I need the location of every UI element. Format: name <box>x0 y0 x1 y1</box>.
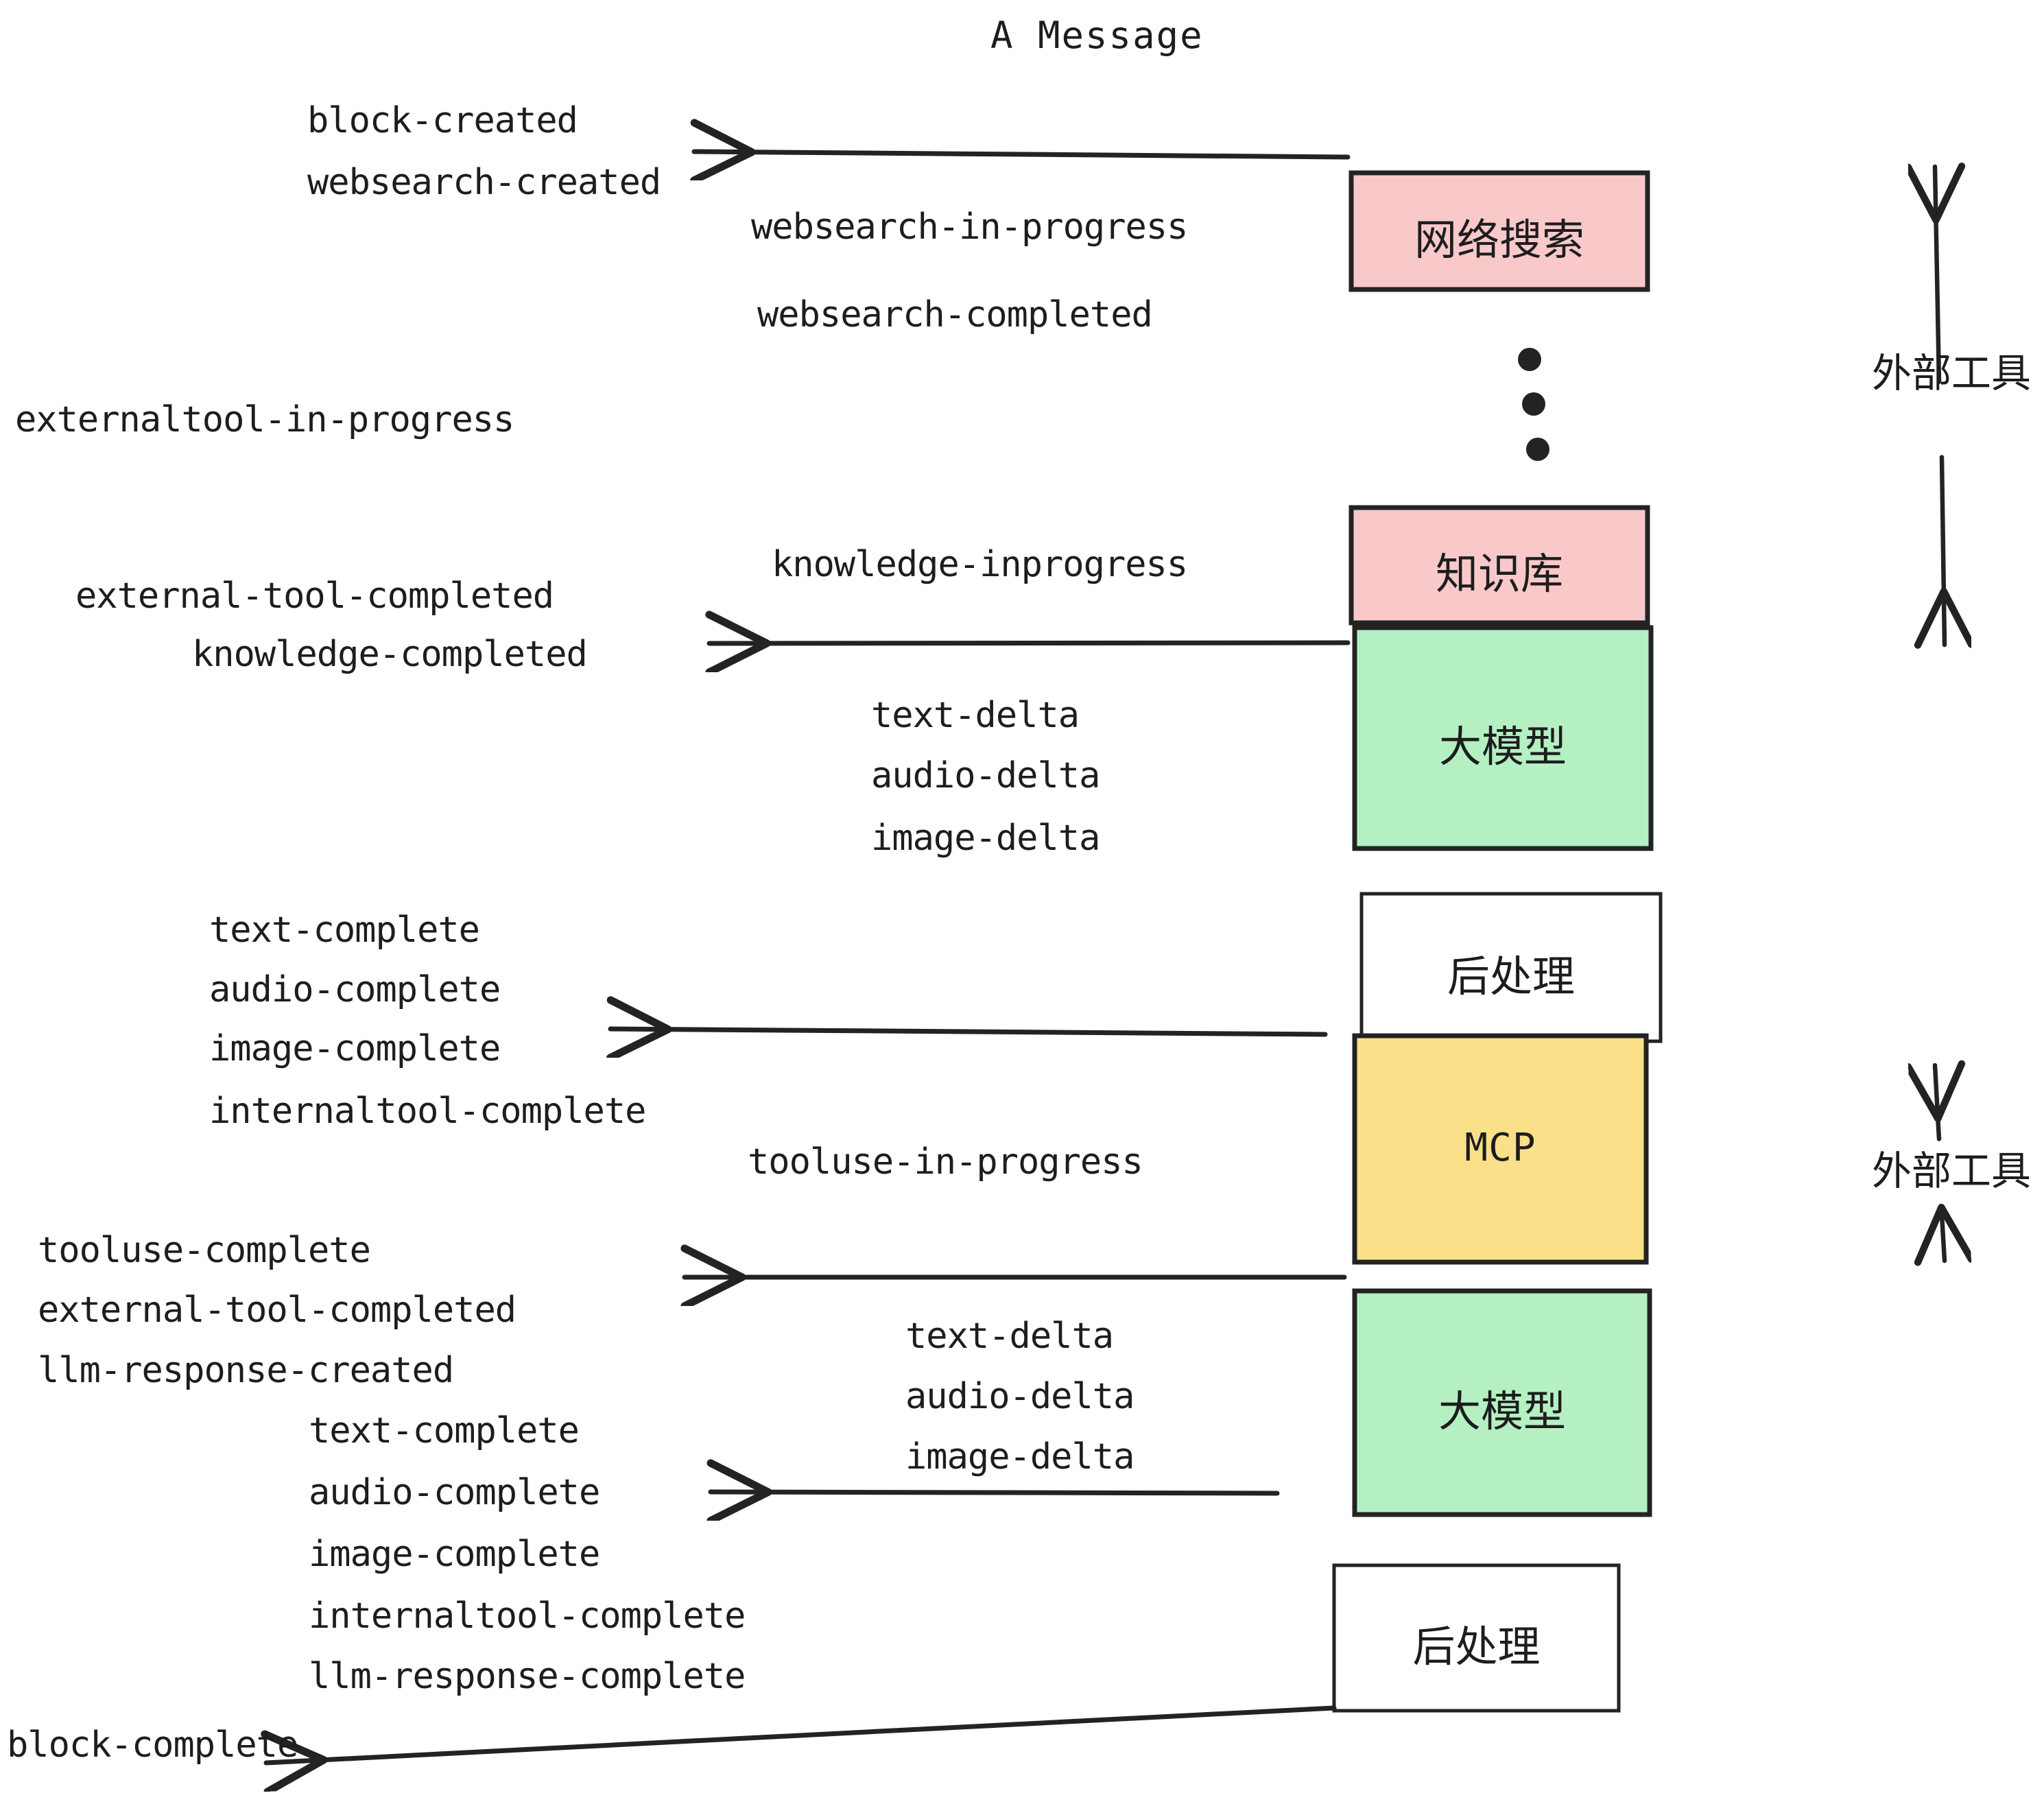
event-label-text-delta-2: text-delta <box>905 1316 1114 1357</box>
event-label-audio-delta-1: audio-delta <box>871 755 1100 796</box>
side-label-external-tools-bottom: 外部工具 <box>1871 1148 2032 1194</box>
external-tools-arrow-bottom-down <box>1942 1215 1945 1261</box>
event-label-websearch-completed: websearch-completed <box>757 294 1153 335</box>
event-label-internaltool-complete-2: internaltool-complete <box>309 1595 746 1637</box>
event-label-audio-complete-1: audio-complete <box>209 969 501 1010</box>
side-label-external-tools-top: 外部工具 <box>1871 350 2032 396</box>
box-mcp <box>1352 1033 1649 1265</box>
ellipsis-layer <box>1518 348 1549 461</box>
box-label-llm-upper: 大模型 <box>1438 722 1567 772</box>
ellipsis-dot-1 <box>1518 348 1541 371</box>
external-tools-arrow-top-down <box>1942 455 1945 645</box>
box-label-knowledge: 知识库 <box>1435 549 1563 599</box>
event-label-websearch-created: websearch-created <box>307 162 661 203</box>
box-websearch <box>1348 170 1650 292</box>
event-label-text-complete-1: text-complete <box>209 910 480 951</box>
arrow-block-complete <box>266 1705 1337 1763</box>
page-title: A Message <box>990 14 1204 57</box>
box-label-post-upper: 后处理 <box>1447 951 1575 1001</box>
event-label-image-complete-1: image-complete <box>209 1028 501 1069</box>
box-llm-upper <box>1352 625 1654 851</box>
event-label-tooluse-in-progress: tooluse-in-progress <box>748 1141 1143 1183</box>
event-label-block-created: block-created <box>307 100 578 141</box>
event-label-knowledge-completed: knowledge-completed <box>192 634 588 675</box>
event-label-websearch-in-progress: websearch-in-progress <box>751 206 1188 248</box>
arrow-audio-complete <box>711 1492 1280 1493</box>
box-post-lower <box>1332 1563 1621 1713</box>
arrows-layer <box>266 152 1351 1763</box>
box-label-llm-lower: 大模型 <box>1438 1386 1566 1436</box>
event-label-llm-response-created: llm-response-created <box>38 1350 454 1391</box>
external-tools-arrow-bottom-up <box>1935 1065 1939 1141</box>
event-label-externaltool-in-progress: externaltool-in-progress <box>15 399 514 440</box>
event-label-external-tool-completed-1: external-tool-completed <box>75 575 554 617</box>
event-label-image-delta-1: image-delta <box>871 818 1100 859</box>
ellipsis-dot-3 <box>1526 438 1549 461</box>
boxes-layer <box>1332 170 1663 1713</box>
event-label-internaltool-complete-1: internaltool-complete <box>209 1091 646 1132</box>
box-label-websearch: 网络搜索 <box>1414 215 1584 265</box>
box-post-upper <box>1359 892 1663 1043</box>
bidirectional-arrows-layer <box>1935 167 1945 1261</box>
event-label-tooluse-complete: tooluse-complete <box>38 1230 371 1271</box>
event-label-block-complete: block-complete <box>7 1724 298 1766</box>
box-label-post-lower: 后处理 <box>1412 1622 1541 1672</box>
ellipsis-dot-2 <box>1522 392 1545 416</box>
event-label-text-delta-1: text-delta <box>871 695 1080 736</box>
event-label-external-tool-completed-2: external-tool-completed <box>38 1290 516 1331</box>
event-label-text-complete-2: text-complete <box>309 1410 580 1451</box>
external-tools-arrow-top-up <box>1935 167 1939 384</box>
box-llm-lower <box>1352 1288 1652 1517</box>
box-knowledge <box>1348 505 1650 626</box>
event-label-image-complete-2: image-complete <box>309 1534 600 1575</box>
event-label-image-delta-2: image-delta <box>905 1436 1134 1477</box>
event-label-llm-response-complete: llm-response-complete <box>309 1656 746 1697</box>
arrow-block-created <box>694 152 1351 157</box>
arrow-image-complete <box>610 1029 1328 1034</box>
event-label-audio-delta-2: audio-delta <box>905 1376 1134 1417</box>
event-label-knowledge-inprogress: knowledge-inprogress <box>772 544 1188 585</box>
box-label-mcp: MCP <box>1464 1126 1536 1170</box>
event-label-audio-complete-2: audio-complete <box>309 1472 600 1513</box>
